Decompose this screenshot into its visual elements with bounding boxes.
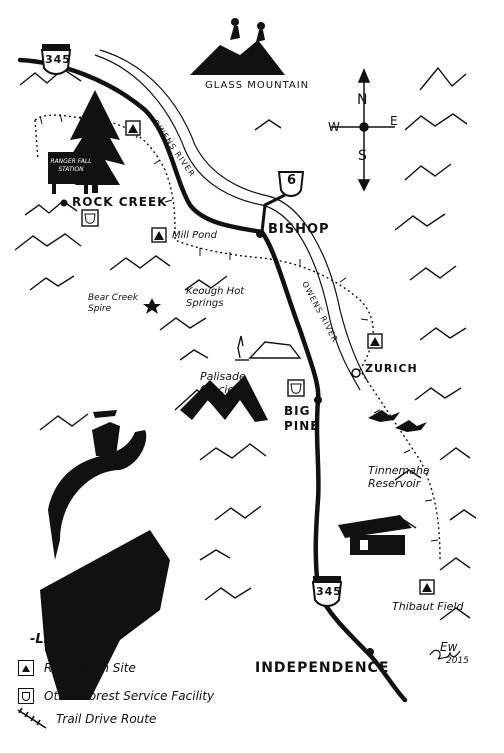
- recreation-site-icon: [18, 660, 34, 676]
- palisade-glacier-peak: [180, 375, 268, 422]
- compass-rose: [330, 68, 395, 192]
- us6-shield: [277, 171, 305, 197]
- birds: [368, 410, 427, 432]
- shield-395-top-label: 345: [45, 53, 71, 66]
- label-bear-creek: Bear Creek Spire: [88, 293, 139, 314]
- forest-facility-icon: [18, 688, 34, 704]
- legend-row-trail: Trail Drive Route: [56, 712, 156, 726]
- legend-trail-symbol: [17, 707, 47, 729]
- interstate-shield-bottom: [311, 576, 343, 607]
- label-ranger-sign: RANGER FALL STATION: [50, 158, 92, 173]
- label-rock-creek: ROCK CREEK: [72, 195, 168, 209]
- mountain-ridges: [14, 66, 477, 621]
- recreation-site-markers: [125, 120, 435, 595]
- label-keough: Keough Hot Springs: [186, 286, 245, 309]
- shield-395-bottom-label: 345: [316, 585, 342, 598]
- legend-row-recreation: Recreation Site: [18, 660, 136, 676]
- highway-6: [260, 193, 286, 233]
- compass-south: S: [358, 148, 367, 164]
- interstate-shield-top: [40, 44, 72, 75]
- label-tinnemaha: Tinnemaha Reservoir: [368, 464, 430, 490]
- shield-6-label: 6: [287, 173, 298, 188]
- signature-initials: Ew: [440, 640, 458, 654]
- glass-mountain-illustration: [190, 18, 285, 75]
- legend-forest-label: Other Forest Service Facility: [44, 689, 215, 703]
- label-independence: INDEPENDENCE: [255, 660, 390, 676]
- compass-west: W: [328, 120, 340, 134]
- label-palisade: Palisade Glacier: [200, 370, 246, 396]
- owens-river: [94, 49, 369, 391]
- ranger-station-sign: [48, 152, 92, 194]
- legend-title: -LEGEND-: [30, 632, 100, 647]
- label-mill-pond: Mill Pond: [172, 230, 217, 241]
- artist-signature-mark: [429, 649, 461, 660]
- camp-tent: [235, 335, 302, 361]
- legend-recreation-label: Recreation Site: [44, 661, 136, 675]
- label-zurich: ZURICH: [365, 362, 418, 375]
- label-bishop: BISHOP: [268, 222, 330, 237]
- label-big-pine: BIG PINE: [284, 404, 320, 433]
- legend-trail-label: Trail Drive Route: [56, 712, 157, 726]
- label-thibaut: Thibaut Field: [392, 600, 464, 613]
- signature-year: 2015: [446, 656, 469, 666]
- cabin: [338, 515, 412, 555]
- legend-row-forest: Other Forest Service Facility: [18, 688, 214, 704]
- cowboy-on-horse: [40, 410, 170, 700]
- compass-east: E: [390, 114, 398, 128]
- forest-facility-markers: [81, 209, 305, 397]
- place-markers: [60, 199, 374, 656]
- label-glass-mountain: GLASS MOUNTAIN: [205, 80, 310, 91]
- compass-north: N: [357, 92, 368, 108]
